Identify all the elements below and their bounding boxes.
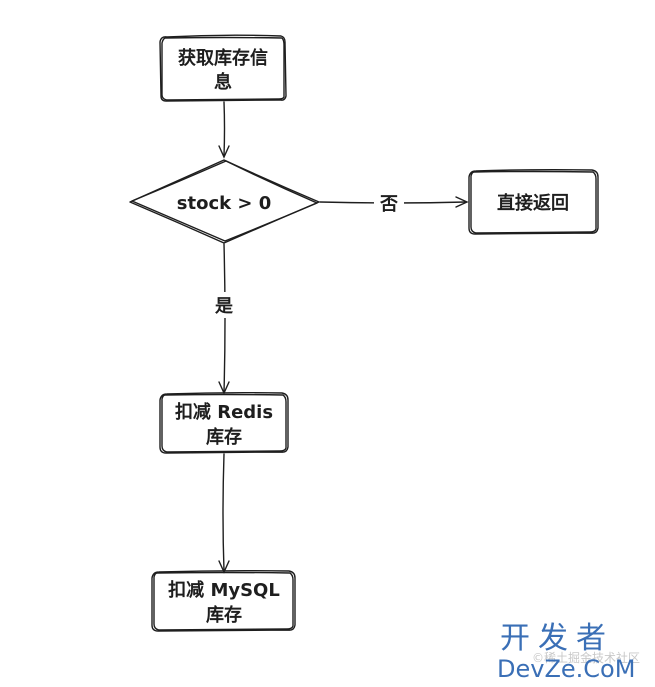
node-deduct-redis-line2: 库存 bbox=[206, 426, 242, 448]
node-deduct-mysql-line1: 扣减 MySQL bbox=[168, 579, 280, 601]
node-get-stock-info-line1: 获取库存信 bbox=[178, 47, 268, 69]
node-decision-stock: stock > 0 bbox=[129, 159, 320, 244]
edge-redis-to-mysql bbox=[218, 453, 230, 574]
edge-get-stock-to-decision bbox=[218, 101, 230, 159]
edge-no-label: 否 bbox=[379, 194, 398, 215]
watermark-faint-text: ©稀土掘金技术社区 bbox=[532, 650, 640, 665]
watermark: ©稀土掘金技术社区 开发者 DevZe.CoM bbox=[497, 621, 640, 683]
edge-yes-label: 是 bbox=[214, 296, 233, 317]
edge-decision-to-redis: 是 bbox=[208, 243, 240, 395]
watermark-brand-en: DevZe.CoM bbox=[497, 655, 635, 683]
node-deduct-redis-line1: 扣减 Redis bbox=[175, 401, 273, 423]
node-return-direct-label: 直接返回 bbox=[497, 192, 569, 214]
node-deduct-mysql-line2: 库存 bbox=[206, 604, 242, 626]
node-decision-label: stock > 0 bbox=[177, 193, 271, 214]
node-deduct-redis: 扣减 Redis 库存 bbox=[159, 391, 289, 454]
node-deduct-mysql: 扣减 MySQL 库存 bbox=[151, 569, 296, 632]
node-return-direct: 直接返回 bbox=[468, 168, 599, 235]
watermark-brand-cn: 开发者 bbox=[500, 621, 614, 656]
node-get-stock-info-line2: 息 bbox=[214, 71, 232, 93]
edge-decision-to-return: 否 bbox=[319, 190, 469, 216]
node-get-stock-info: 获取库存信 息 bbox=[159, 34, 287, 102]
